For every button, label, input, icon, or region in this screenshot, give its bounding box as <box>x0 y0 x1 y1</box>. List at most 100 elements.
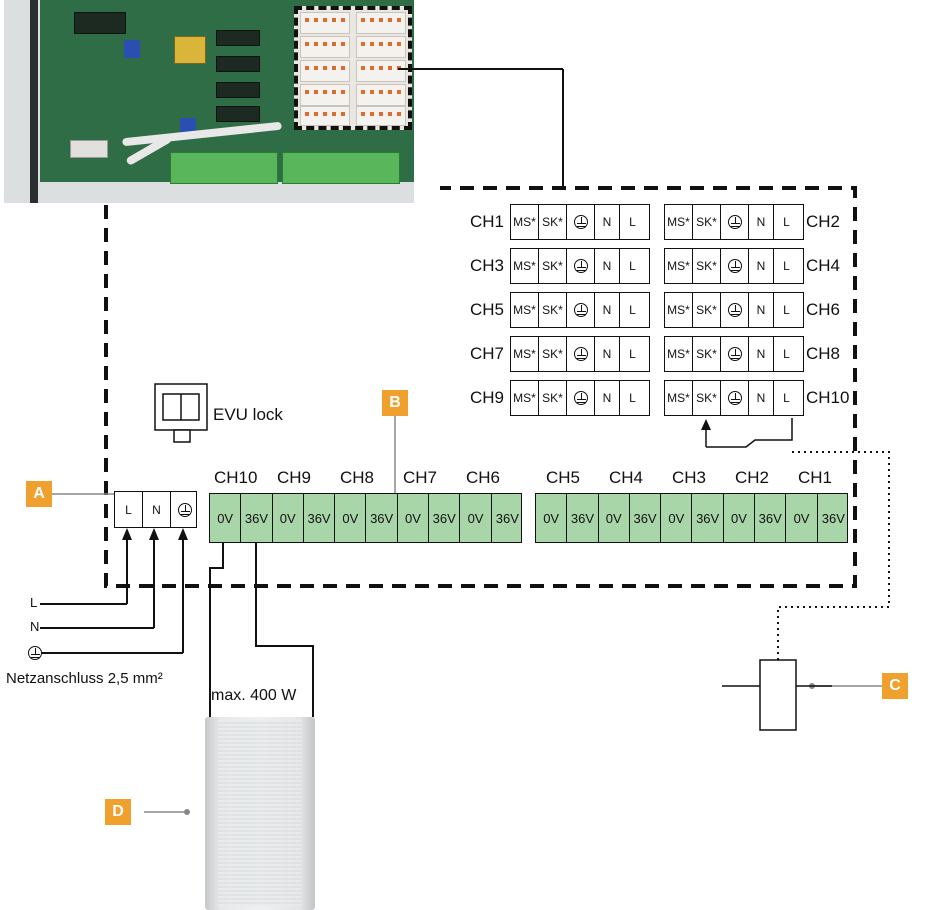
terminal-0v: 0V <box>724 494 756 542</box>
channel-label-ch5: CH5 <box>546 468 581 487</box>
relay-cell-ground <box>721 337 749 371</box>
circuit-board-photo <box>4 0 414 203</box>
relay-cell: N <box>749 337 774 371</box>
ground-icon <box>573 347 588 361</box>
terminal-36v: 36V <box>241 494 273 542</box>
terminal-36v: 36V <box>630 494 662 542</box>
relay-cell: SK* <box>539 293 567 327</box>
channel-label-ch7: CH7 <box>403 468 438 487</box>
relay-cell: MS* <box>665 381 693 415</box>
relay-cell: SK* <box>539 381 567 415</box>
relay-cell: L <box>629 391 636 405</box>
relay-cell-ground <box>721 249 749 283</box>
relay-cell: MS* <box>511 381 539 415</box>
relay-cell-ground <box>721 205 749 239</box>
relay-cell: MS* <box>511 337 539 371</box>
terminal-36v: 36V <box>755 494 787 542</box>
relay-label-ch1: CH1 <box>470 212 505 231</box>
relay-label-ch5: CH5 <box>470 300 505 319</box>
ground-icon <box>573 215 588 229</box>
relay-cell-ground <box>721 381 749 415</box>
relay-cell: L <box>783 303 790 317</box>
mains-terminal: L N <box>114 491 197 528</box>
relay-label-ch7: CH7 <box>470 344 505 363</box>
relay-cell: N <box>595 293 620 327</box>
relay-cell: L <box>783 391 790 405</box>
terminal-36v: 36V <box>429 494 461 542</box>
relay-cell: SK* <box>693 381 721 415</box>
terminal-36v: 36V <box>304 494 336 542</box>
channel-label-ch3: CH3 <box>672 468 707 487</box>
relay-cell-ground <box>721 293 749 327</box>
relay-cell: L <box>629 259 636 273</box>
relay-cell: N <box>595 205 620 239</box>
mains-terminal-l: L <box>115 492 143 527</box>
relay-cell: L <box>629 347 636 361</box>
relay-label-ch2: CH2 <box>806 212 841 231</box>
mains-caption: Netzanschluss 2,5 mm² <box>6 670 163 687</box>
relay-label-ch6: CH6 <box>806 300 841 319</box>
relay-cell: N <box>749 381 774 415</box>
evu-lock-label: EVU lock <box>213 405 283 424</box>
relay-cell: N <box>749 205 774 239</box>
relay-cell: MS* <box>511 249 539 283</box>
mains-terminal-n: N <box>143 492 171 527</box>
relay-cell-ground <box>567 249 595 283</box>
tag-d: D <box>105 799 131 825</box>
relay-cell: SK* <box>539 249 567 283</box>
relay-cell: SK* <box>693 205 721 239</box>
terminal-0v: 0V <box>273 494 304 542</box>
relay-cell: N <box>749 249 774 283</box>
relay-cell: MS* <box>511 293 539 327</box>
terminal-0v: 0V <box>599 494 630 542</box>
relay-label-ch4: CH4 <box>806 256 841 275</box>
tag-b: B <box>382 390 408 416</box>
relay-cell: N <box>595 337 620 371</box>
terminal-0v: 0V <box>210 494 242 542</box>
relay-cell-ground <box>567 293 595 327</box>
ground-icon <box>573 303 588 317</box>
ground-icon <box>727 391 742 405</box>
relay-cell: MS* <box>665 205 693 239</box>
ground-icon <box>573 391 588 405</box>
channel-label-ch1: CH1 <box>798 468 833 487</box>
terminal-36v: 36V <box>693 494 724 542</box>
tag-c: C <box>882 673 908 699</box>
relay-cell: L <box>783 347 790 361</box>
relay-cell: N <box>749 293 774 327</box>
terminal-0v: 0V <box>460 494 492 542</box>
terminal-36v: 36V <box>367 494 398 542</box>
relay-cell: MS* <box>665 337 693 371</box>
channel-label-ch2: CH2 <box>735 468 770 487</box>
channel-label-ch6: CH6 <box>466 468 501 487</box>
tag-a: A <box>26 481 52 507</box>
channel-label-ch4: CH4 <box>609 468 644 487</box>
relay-cell: MS* <box>665 293 693 327</box>
heater-power-label: max. 400 W <box>211 687 297 704</box>
channel-label-ch10: CH10 <box>214 468 258 487</box>
relay-cell: SK* <box>693 293 721 327</box>
relay-cell-ground <box>567 381 595 415</box>
relay-cell: L <box>629 215 636 229</box>
relay-cell: SK* <box>539 337 567 371</box>
ground-icon <box>28 646 42 660</box>
ground-icon <box>573 259 588 273</box>
relay-cell: SK* <box>539 205 567 239</box>
input-ground-label <box>28 646 42 665</box>
relay-cell: L <box>629 303 636 317</box>
relay-cell: SK* <box>693 337 721 371</box>
terminal-0v: 0V <box>661 494 693 542</box>
ground-icon <box>727 259 742 273</box>
relay-cell: MS* <box>511 205 539 239</box>
relay-cell: N <box>595 381 620 415</box>
input-l-label: L <box>30 595 38 610</box>
